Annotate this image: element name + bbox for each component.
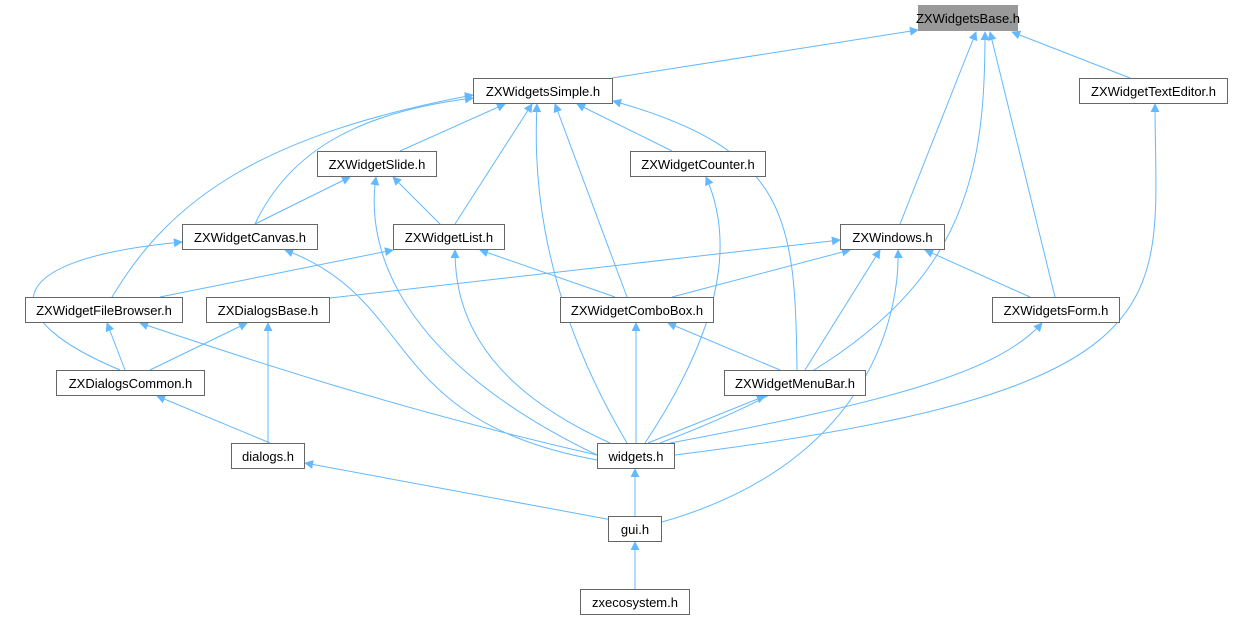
edge-filebrowser-to-list [159,247,394,298]
edge-filebrowser-to-simple [111,92,474,298]
node-dialogs[interactable]: dialogs.h [231,443,305,469]
edge-widgets-to-texteditor [674,103,1160,456]
edge-form-to-base [987,31,1056,298]
edge-texteditor-to-base [1011,30,1131,79]
edge-widgets-to-list [450,249,611,444]
edge-combobox-to-simple [553,103,628,298]
edge-list-to-slide [392,176,441,225]
edge-form-to-windows [924,249,1031,298]
edge-widgets-to-form [669,322,1043,444]
edge-menubar-to-combobox [667,321,781,371]
edge-menubar-to-windows [804,249,881,371]
edge-canvas-to-simple [254,94,474,225]
edge-slide-to-simple [399,103,506,152]
node-zxecosystem[interactable]: zxecosystem.h [580,589,690,615]
edge-list-to-simple [454,103,533,225]
edge-dialogscommon-to-dialogsbase [149,322,248,371]
node-zxdialogsbase[interactable]: ZXDialogsBase.h [206,297,330,323]
edge-combobox-to-windows [671,247,851,298]
edge-simple-to-base [611,26,919,79]
node-widgets[interactable]: widgets.h [597,443,675,469]
node-zxwindows[interactable]: ZXWindows.h [840,224,945,250]
edge-gui-to-dialogs [304,460,613,521]
node-zxwidgetsform[interactable]: ZXWidgetsForm.h [992,297,1120,323]
node-zxwidgetslide[interactable]: ZXWidgetSlide.h [317,151,437,177]
edge-dialogs-to-dialogscommon [156,394,271,444]
edge-widgets-to-canvas [284,248,598,461]
node-zxwidgetlist[interactable]: ZXWidgetList.h [393,224,505,250]
edge-menubar-to-simple [612,98,798,371]
edge-dialogscommon-to-canvas [32,238,183,371]
node-zxwidgetmenubar[interactable]: ZXWidgetMenuBar.h [724,370,866,396]
edge-widgets-to-filebrowser [139,321,598,456]
edge-dialogscommon-to-filebrowser [105,322,126,371]
node-zxwidgetssimple[interactable]: ZXWidgetsSimple.h [473,78,613,104]
edge-canvas-to-slide [254,176,351,225]
edge-widgets-to-simple [532,103,628,444]
edge-widgets-to-counter [644,176,721,444]
node-zxwidgetcounter[interactable]: ZXWidgetCounter.h [630,151,766,177]
node-zxdialogscommon[interactable]: ZXDialogsCommon.h [56,370,205,396]
edge-windows-to-base [899,31,978,225]
node-gui[interactable]: gui.h [608,516,662,542]
edge-dialogsbase-to-windows [329,236,841,299]
node-zxwidgetcanvas[interactable]: ZXWidgetCanvas.h [182,224,318,250]
edge-widgets-to-slide [370,176,598,456]
node-zxwidgettexteditor[interactable]: ZXWidgetTextEditor.h [1079,78,1228,104]
node-zxwidgetcombobox[interactable]: ZXWidgetComboBox.h [560,297,714,323]
node-zxwidgetfilebrowser[interactable]: ZXWidgetFileBrowser.h [25,297,183,323]
edge-counter-to-simple [576,103,673,152]
node-zxwidgetsbase[interactable]: ZXWidgetsBase.h [916,5,1020,31]
edge-widgets-to-menubar [647,394,766,444]
